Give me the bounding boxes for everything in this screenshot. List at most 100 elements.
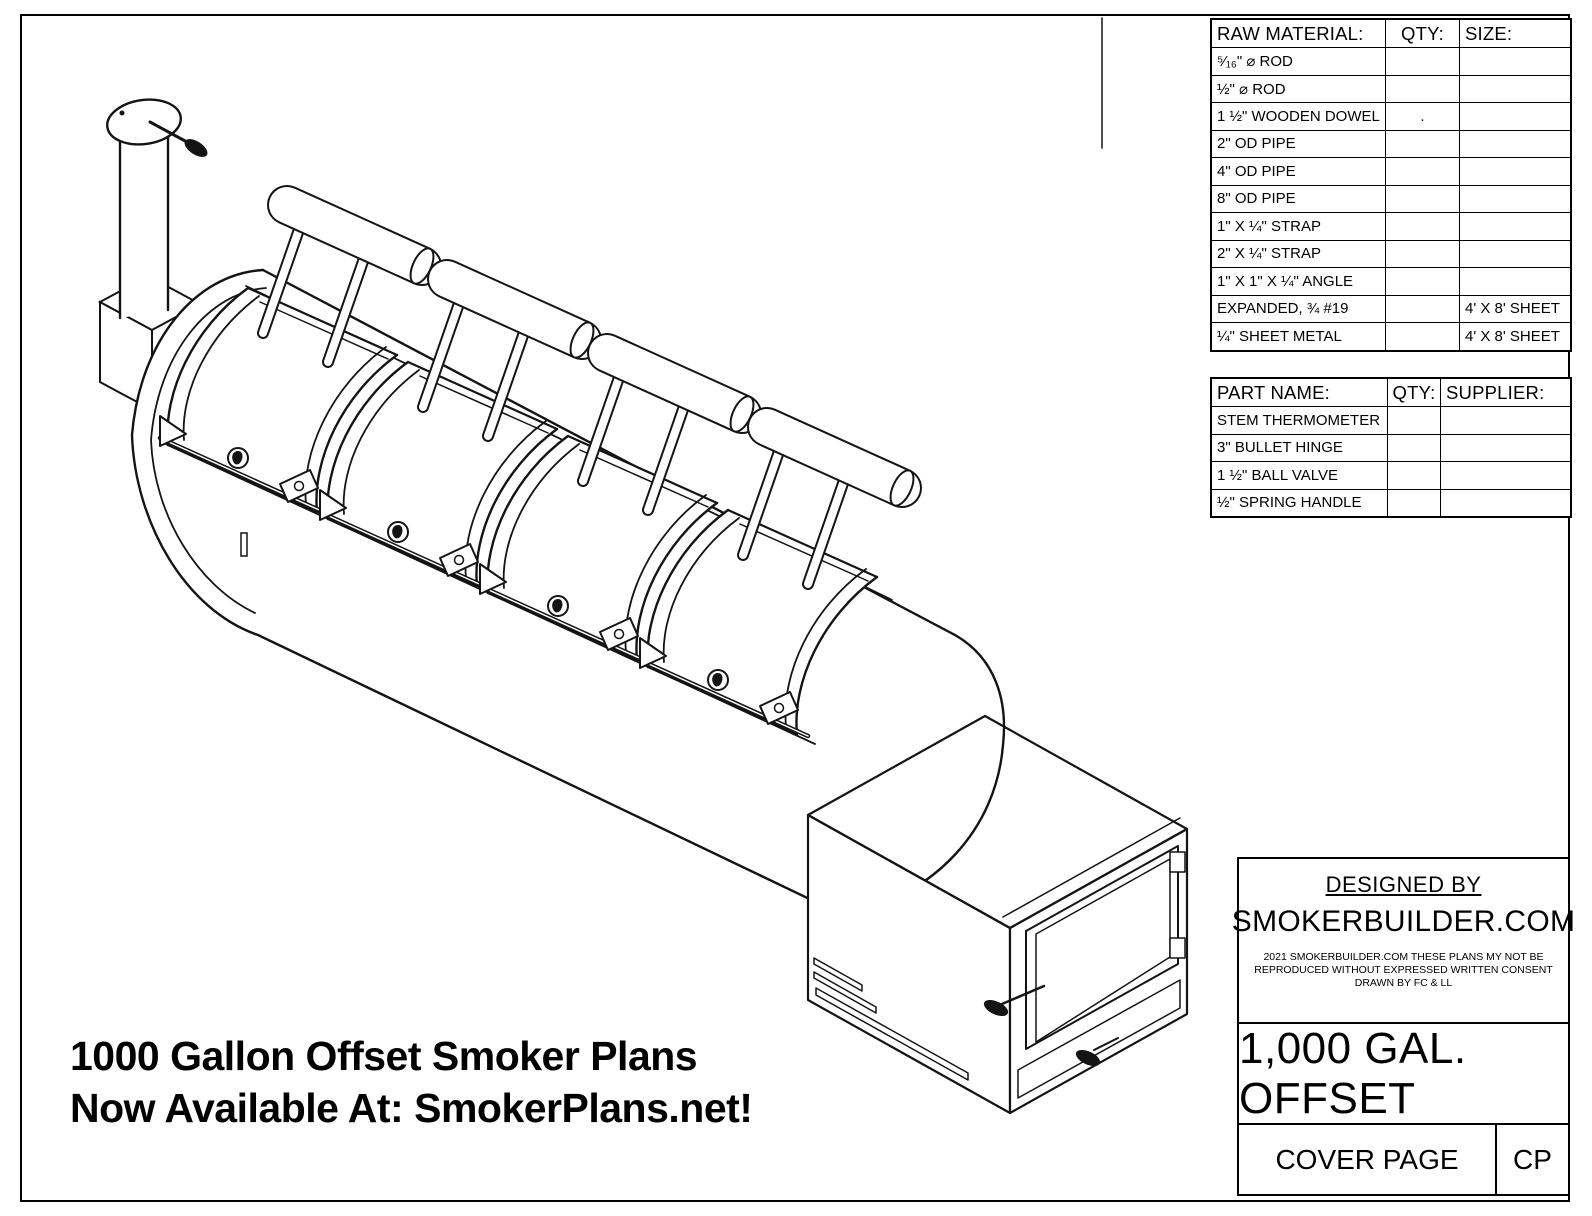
raw-material-row: 2" OD PIPE (1212, 129, 1572, 157)
material-name-cell: 1" X ¼" STRAP (1217, 217, 1322, 235)
material-name-cell: ½" ⌀ ROD (1217, 80, 1286, 98)
firebox (806, 714, 1189, 1115)
part-supplier-cell (1440, 434, 1572, 461)
firebox-vent-slats (813, 957, 969, 1081)
raw-material-row: 8" OD PIPE (1212, 184, 1572, 212)
stack-cap (106, 98, 182, 146)
raw-material-row: ⁵⁄₁₆" ⌀ ROD (1212, 47, 1570, 75)
part-name-cell: STEM THERMOMETER (1217, 411, 1381, 429)
material-qty-cell (1385, 323, 1459, 350)
parts-qty-header: QTY: (1387, 379, 1440, 406)
raw-material-row: 1" X 1" X ¼" ANGLE (1212, 267, 1570, 295)
material-qty-cell (1385, 158, 1459, 185)
material-name-cell: 1" X 1" X ¼" ANGLE (1217, 272, 1354, 290)
material-size-cell (1459, 103, 1572, 130)
part-qty-cell (1387, 489, 1440, 516)
material-name-cell: 8" OD PIPE (1217, 190, 1296, 208)
company-name: SMOKERBUILDER.COM (1231, 905, 1576, 938)
part-name-cell: 1 ½" BALL VALVE (1217, 466, 1338, 484)
copyright-line: 2021 SMOKERBUILDER.COM THESE PLANS MY NO… (1263, 951, 1544, 963)
parts-row: STEM THERMOMETER (1212, 406, 1570, 434)
sheet-title-row: COVER PAGE CP (1239, 1123, 1568, 1194)
material-size-cell (1459, 268, 1572, 295)
material-qty-cell (1385, 295, 1459, 322)
parts-supplier-header: SUPPLIER: (1440, 379, 1572, 406)
raw-material-row: EXPANDED, ¾ #19 4' X 8' SHEET (1212, 294, 1572, 322)
part-name-cell: 3" BULLET HINGE (1217, 439, 1343, 457)
sheet-code: CP (1513, 1143, 1552, 1175)
material-qty-cell (1385, 185, 1459, 212)
firebox-door-handle (980, 984, 1046, 1021)
parts-row: ½" SPRING HANDLE (1212, 488, 1572, 516)
firebox-hinge-bottom (1169, 937, 1186, 959)
body-bottom-silhouette (256, 633, 847, 918)
firebox-hinge-top (1169, 851, 1186, 873)
material-size-cell (1459, 213, 1572, 240)
material-size-cell (1459, 48, 1572, 75)
stack-damper-handle (148, 120, 211, 162)
parts-row: 3" BULLET HINGE (1212, 433, 1572, 461)
copyright-line: REPRODUCED WITHOUT EXPRESSED WRITTEN CON… (1254, 964, 1553, 976)
material-qty-cell (1385, 130, 1459, 157)
promo-banner: 1000 Gallon Offset Smoker Plans Now Avai… (70, 1030, 753, 1134)
part-qty-cell (1387, 407, 1440, 434)
promo-banner-line2: Now Available At: SmokerPlans.net! (70, 1085, 753, 1131)
material-size-cell: 4' X 8' SHEET (1459, 323, 1572, 350)
model-name: 1,000 GAL. OFFSET (1239, 1022, 1568, 1123)
material-size-cell (1459, 75, 1572, 102)
raw-material-table: RAW MATERIAL: QTY: SIZE: ⁵⁄₁₆" ⌀ ROD ½" ⌀… (1210, 18, 1572, 352)
copyright-line: DRAWN BY FC & LL (1354, 977, 1453, 989)
parts-table: PART NAME: QTY: SUPPLIER: STEM THERMOMET… (1210, 377, 1572, 518)
material-size-cell (1459, 130, 1572, 157)
designed-by-section: DESIGNED BY SMOKERBUILDER.COM 2021 SMOKE… (1232, 859, 1575, 1022)
material-size-cell (1459, 240, 1572, 267)
sheet-title: COVER PAGE (1239, 1125, 1497, 1194)
parts-header-row: PART NAME: QTY: SUPPLIER: (1212, 379, 1570, 406)
designed-by-label: DESIGNED BY (1325, 872, 1482, 897)
left-end-cap-seam (150, 287, 267, 614)
material-name-cell: ¼" SHEET METAL (1217, 327, 1342, 345)
material-name-cell: 2" X ¼" STRAP (1217, 245, 1322, 263)
left-end-cap (130, 268, 265, 637)
part-qty-cell (1387, 434, 1440, 461)
raw-material-row: ¼" SHEET METAL 4' X 8' SHEET (1212, 322, 1570, 350)
material-size-cell: 4' X 8' SHEET (1459, 295, 1572, 322)
raw-material-qty-header: QTY: (1385, 20, 1459, 47)
part-qty-cell (1387, 462, 1440, 489)
material-qty-cell (1385, 75, 1459, 102)
title-block: DESIGNED BY SMOKERBUILDER.COM 2021 SMOKE… (1232, 857, 1575, 1196)
material-name-cell: 2" OD PIPE (1217, 135, 1296, 153)
raw-material-row: 4" OD PIPE (1212, 157, 1570, 185)
promo-banner-line1: 1000 Gallon Offset Smoker Plans (70, 1033, 698, 1079)
material-size-cell (1459, 158, 1572, 185)
material-qty-cell (1385, 240, 1459, 267)
part-name-header: PART NAME: (1217, 381, 1331, 403)
firebox-door-frame (1025, 845, 1179, 1050)
part-supplier-cell (1440, 489, 1572, 516)
material-size-cell (1459, 185, 1572, 212)
material-name-cell: 1 ½" WOODEN DOWEL (1217, 107, 1380, 125)
material-qty-cell (1385, 268, 1459, 295)
raw-material-header: RAW MATERIAL: (1217, 22, 1364, 44)
material-qty-cell: . (1385, 103, 1459, 130)
material-name-cell: 4" OD PIPE (1217, 162, 1296, 180)
part-supplier-cell (1440, 462, 1572, 489)
part-supplier-cell (1440, 407, 1572, 434)
raw-material-row: ½" ⌀ ROD (1212, 74, 1572, 102)
material-name-cell: EXPANDED, ¾ #19 (1217, 300, 1349, 318)
raw-material-row: 1" X ¼" STRAP (1212, 212, 1570, 240)
firebox-top-face (806, 714, 1189, 930)
parts-row: 1 ½" BALL VALVE (1212, 461, 1570, 489)
copyright-notice: 2021 SMOKERBUILDER.COM THESE PLANS MY NO… (1254, 951, 1553, 990)
raw-material-header-row: RAW MATERIAL: QTY: SIZE: (1212, 20, 1570, 47)
raw-material-row: 1 ½" WOODEN DOWEL. (1212, 102, 1570, 130)
raw-material-row: 2" X ¼" STRAP (1212, 239, 1572, 267)
raw-material-size-header: SIZE: (1459, 20, 1572, 47)
firebox-drawer-handle (1072, 1037, 1119, 1071)
chimney (106, 98, 211, 320)
material-name-cell: ⁵⁄₁₆" ⌀ ROD (1217, 53, 1293, 71)
firebox-drawer (1017, 979, 1181, 1099)
material-qty-cell (1385, 213, 1459, 240)
